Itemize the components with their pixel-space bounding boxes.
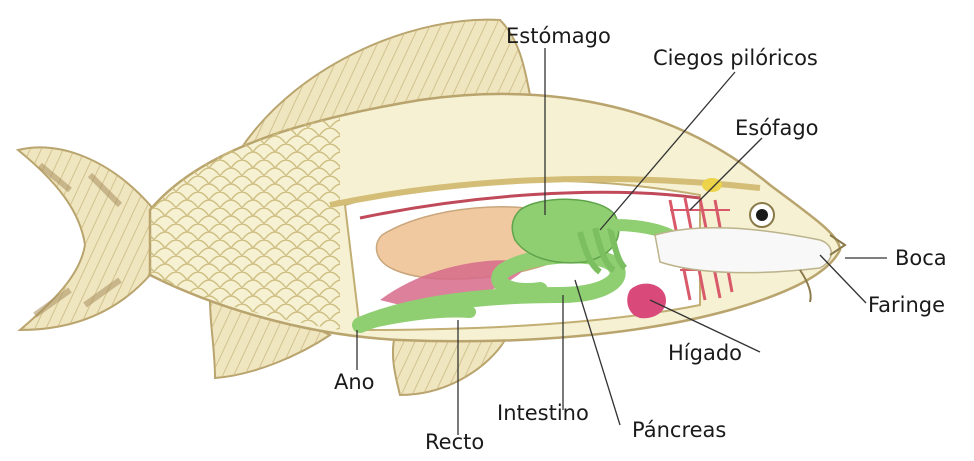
label-ciegos-piloricos: Ciegos pilóricos <box>653 46 818 70</box>
label-estomago: Estómago <box>506 24 611 48</box>
label-higado: Hígado <box>668 341 743 365</box>
leader-lines <box>356 48 887 435</box>
scale-area <box>150 118 340 330</box>
intestine <box>352 247 626 333</box>
liver <box>627 283 666 319</box>
label-boca: Boca <box>895 246 947 270</box>
kidney <box>359 190 701 220</box>
pyloric-caeca <box>577 227 628 275</box>
rectum <box>354 305 476 331</box>
barbel <box>799 269 812 303</box>
label-faringe: Faringe <box>868 293 946 317</box>
label-intestino: Intestino <box>497 401 589 425</box>
spine-line <box>329 175 761 208</box>
label-ano: Ano <box>334 370 375 394</box>
fat-body <box>702 178 722 192</box>
label-esofago: Esófago <box>735 116 819 140</box>
mouth <box>829 234 847 256</box>
label-pancreas: Páncreas <box>632 418 727 442</box>
label-recto: Recto <box>425 430 485 454</box>
